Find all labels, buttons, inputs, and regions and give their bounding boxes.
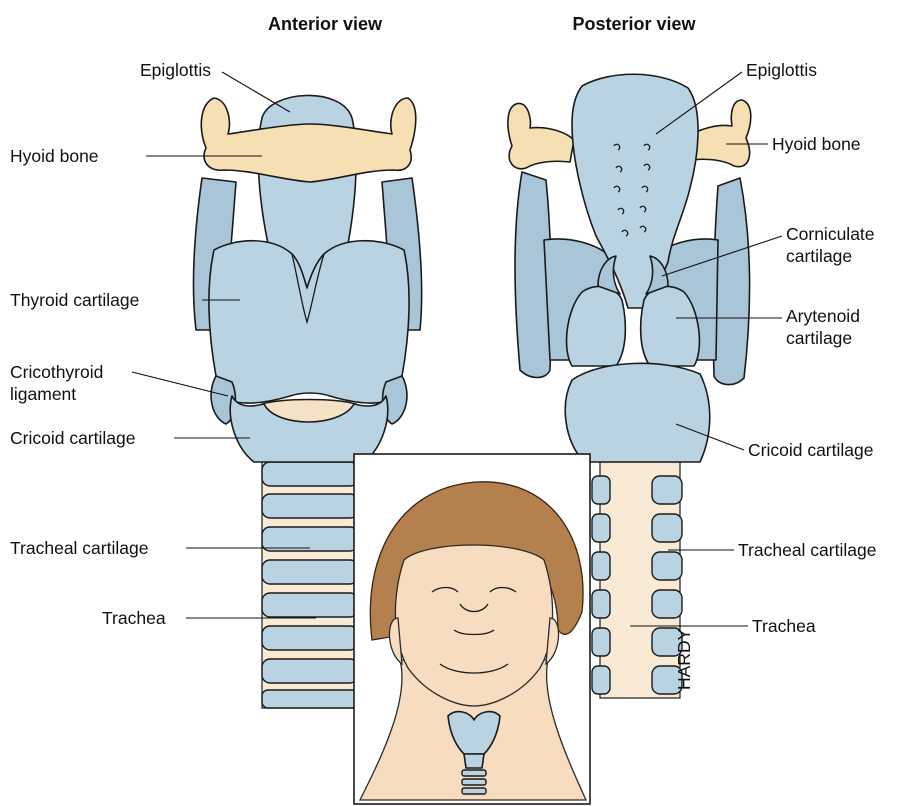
posterior-hyoid-bone-left bbox=[508, 103, 574, 168]
posterior-cricoid-cartilage bbox=[565, 363, 710, 462]
anterior-trachea bbox=[262, 458, 358, 708]
label-trachea-anterior: Trachea bbox=[102, 608, 166, 628]
label-corniculate-2: cartilage bbox=[786, 246, 852, 266]
label-epiglottis-anterior: Epiglottis bbox=[140, 60, 211, 80]
label-hyoid-anterior: Hyoid bone bbox=[10, 146, 99, 166]
label-thyroid-anterior: Thyroid cartilage bbox=[10, 290, 139, 310]
label-trachea-posterior: Trachea bbox=[752, 616, 816, 636]
artist-signature: HARDY bbox=[674, 628, 694, 690]
label-cricoid-posterior: Cricoid cartilage bbox=[748, 440, 873, 460]
label-cricoid-anterior: Cricoid cartilage bbox=[10, 428, 135, 448]
label-cricothyroid-2: ligament bbox=[10, 384, 76, 404]
label-arytenoid-2: cartilage bbox=[786, 328, 852, 348]
label-tracheal-cartilage-anterior: Tracheal cartilage bbox=[10, 538, 148, 558]
posterior-thyroid-right bbox=[713, 178, 749, 385]
posterior-trachea bbox=[592, 462, 682, 698]
posterior-view-title: Posterior view bbox=[572, 14, 696, 34]
label-cricothyroid-1: Cricothyroid bbox=[10, 362, 103, 382]
label-hyoid-posterior: Hyoid bone bbox=[772, 134, 861, 154]
label-epiglottis-posterior: Epiglottis bbox=[746, 60, 817, 80]
anterior-view-title: Anterior view bbox=[268, 14, 383, 34]
label-tracheal-cartilage-posterior: Tracheal cartilage bbox=[738, 540, 876, 560]
inset-head-figure bbox=[354, 454, 590, 804]
label-arytenoid-1: Arytenoid bbox=[786, 306, 860, 326]
label-corniculate-1: Corniculate bbox=[786, 224, 875, 244]
